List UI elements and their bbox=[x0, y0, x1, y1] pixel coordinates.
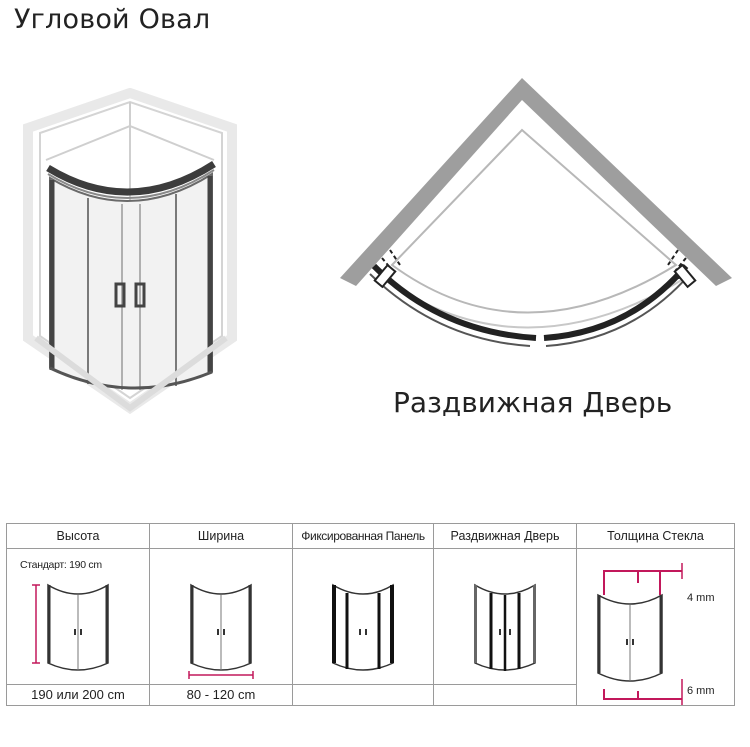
value-fixed-panel bbox=[292, 683, 434, 707]
height-diagram bbox=[32, 584, 109, 672]
header-sliding-door: Раздвижная Дверь bbox=[433, 523, 577, 549]
page-title: Угловой Овал bbox=[14, 4, 211, 35]
header-glass-thickness: Толщина Стекла bbox=[576, 523, 735, 549]
width-diagram-cell bbox=[149, 548, 293, 685]
value-height: 190 или 200 cm bbox=[6, 683, 150, 707]
header-fixed-panel: Фиксированная Панель bbox=[292, 523, 434, 549]
header-height: Высота bbox=[6, 523, 150, 549]
standard-note: Стандарт: 190 cm bbox=[20, 559, 102, 571]
value-sliding-door bbox=[433, 683, 577, 707]
glass-thickness-diagram bbox=[596, 563, 683, 705]
plan-caption: Раздвижная Дверь bbox=[393, 386, 673, 419]
specs-image-row: Стандарт: 190 cm bbox=[6, 548, 735, 706]
specs-table: Высота Ширина Фиксированная Панель Раздв… bbox=[6, 523, 735, 707]
fixed-panel-diagram-cell bbox=[292, 548, 434, 685]
glass-thickness-diagram-cell: 4 mm 6 mm bbox=[576, 548, 735, 706]
width-diagram bbox=[188, 584, 254, 680]
value-width: 80 - 120 cm bbox=[149, 683, 293, 707]
thickness-bottom-label: 6 mm bbox=[687, 685, 715, 697]
header-width: Ширина bbox=[149, 523, 293, 549]
enclosure-3d-render bbox=[23, 88, 237, 415]
specs-header-row: Высота Ширина Фиксированная Панель Раздв… bbox=[6, 523, 735, 549]
enclosure-plan-view bbox=[340, 78, 732, 347]
height-diagram-cell: Стандарт: 190 cm bbox=[6, 548, 150, 685]
thickness-top-label: 4 mm bbox=[687, 592, 715, 604]
specs-value-row: 190 или 200 cm 80 - 120 cm bbox=[6, 683, 735, 707]
fixed-panel-diagram bbox=[332, 584, 394, 672]
sliding-door-diagram-cell bbox=[433, 548, 577, 685]
sliding-door-diagram bbox=[474, 584, 536, 672]
